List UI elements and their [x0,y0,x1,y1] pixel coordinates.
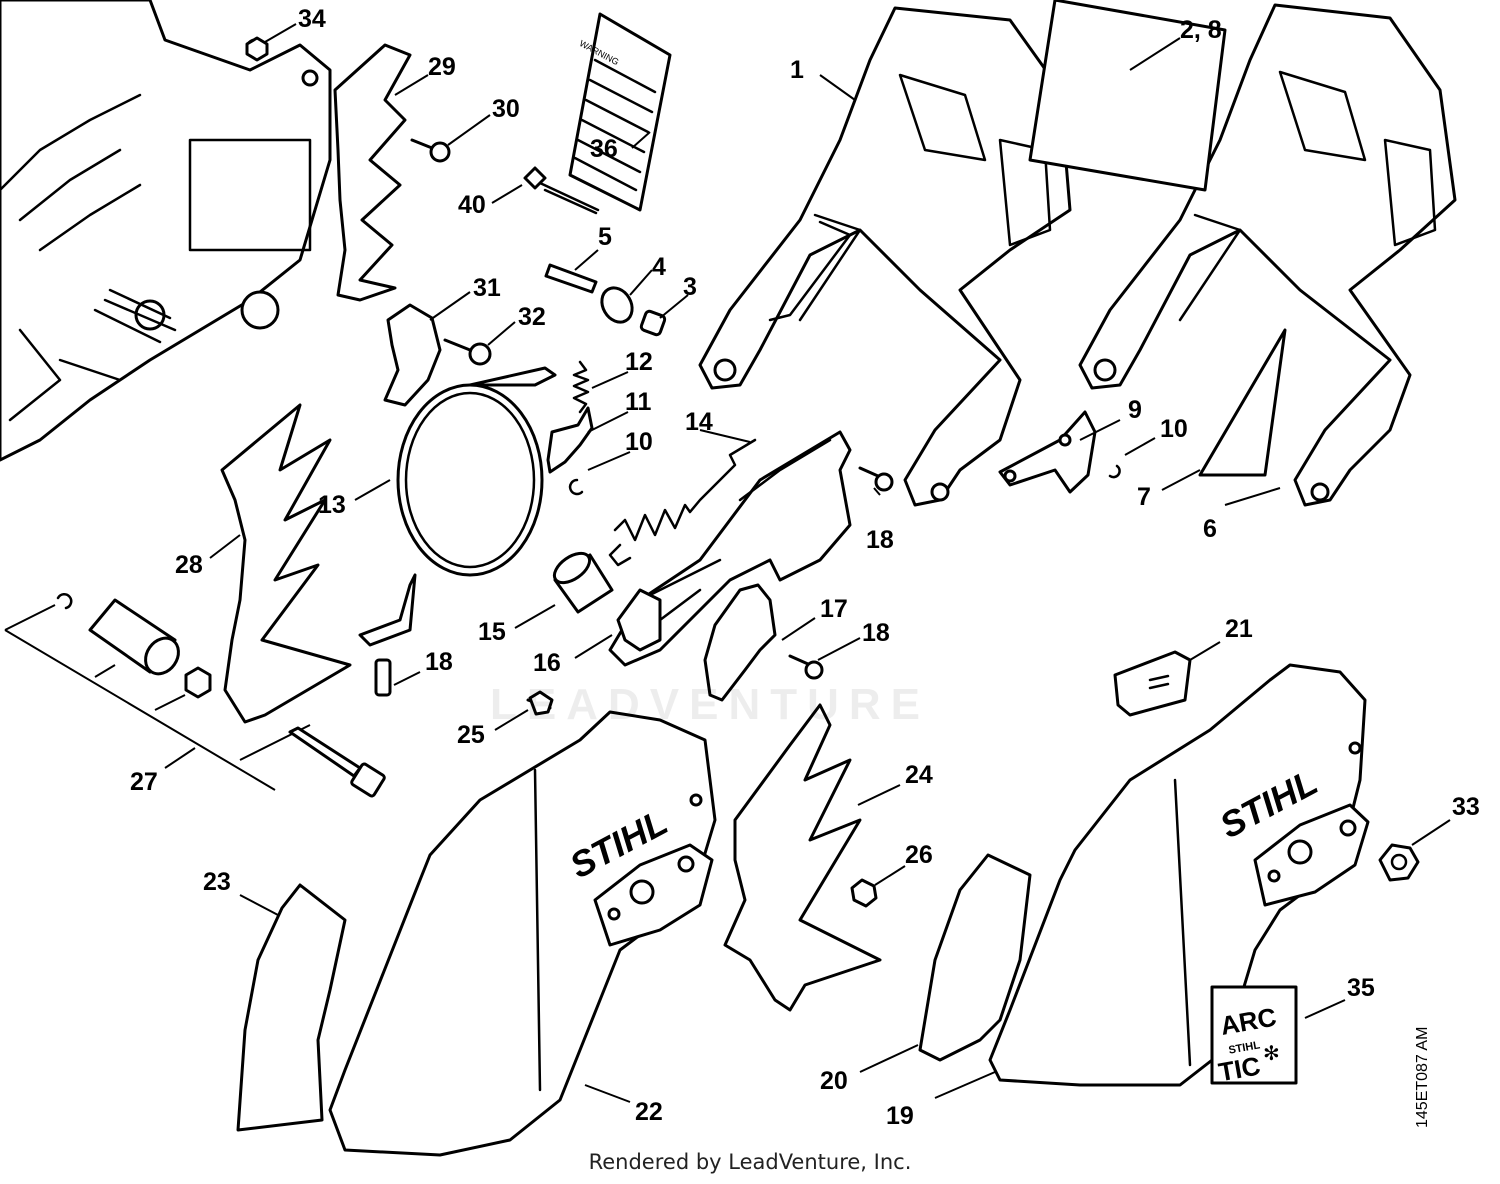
callout-18-mid: 18 [862,619,890,647]
callout-33: 33 [1452,793,1480,821]
circlip-10-right [1108,464,1121,479]
callout-28: 28 [175,551,203,579]
label-2-8 [1028,0,1227,192]
warning-label-36: WARNING [568,12,672,212]
spring-12 [572,360,590,414]
drawing-number: 145ET087 AM [1414,1026,1431,1128]
link-9 [998,410,1097,494]
screw-18-low [374,658,392,697]
part-21 [1113,650,1192,717]
plate-31 [383,303,442,407]
callout-29: 29 [428,53,456,81]
callout-26: 26 [905,841,933,869]
callout-18-top: 18 [866,526,894,554]
callout-23: 23 [203,868,231,896]
brake-band-13 [358,366,557,647]
badge-tic-text: TIC [1216,1050,1263,1087]
sprocket-cover-19: STIHL [988,663,1370,1087]
callout-21: 21 [1225,615,1253,643]
sprocket-cover-22: STIHL [328,710,717,1157]
screw-30 [410,138,451,163]
callout-15: 15 [478,618,506,646]
engine-housing [0,0,332,462]
screw-32 [443,338,492,366]
callout-34: 34 [298,5,326,33]
callout-30: 30 [492,95,520,123]
leader-lines [164,23,1451,1103]
hand-guard-6 [1078,3,1457,507]
callout-3: 3 [683,273,697,301]
bolt-40 [523,166,600,215]
callout-40: 40 [458,191,486,219]
callout-10-right: 10 [1160,415,1188,443]
callouts: 1 2, 8 3 4 5 6 7 9 10 10 11 12 13 14 15 … [130,5,1480,1130]
label-7 [1198,328,1287,477]
callout-19: 19 [886,1102,914,1130]
badge-stihl-text: STIHL [1228,1039,1262,1056]
lever-11 [546,406,594,474]
circlip-27 [56,593,73,610]
nut-33 [1378,843,1420,882]
chain-catcher-29 [333,43,412,302]
spring-14 [608,438,757,567]
callout-25: 25 [457,721,485,749]
callout-2-8: 2, 8 [1180,16,1222,44]
circlip-10-left [568,478,584,496]
nut-3 [639,309,667,337]
watermark: LEADVENTURE [490,680,931,729]
callout-35: 35 [1347,974,1375,1002]
screw-25 [526,690,554,716]
part-23 [236,883,347,1132]
part-17 [703,583,777,702]
chain-catcher-28 [220,403,352,724]
callout-7: 7 [1137,483,1151,511]
screw-5 [544,263,598,294]
callout-12: 12 [625,348,653,376]
callout-11: 11 [625,388,652,416]
sleeve-15 [552,551,614,614]
callout-20: 20 [820,1067,848,1095]
screw-18-mid [788,654,824,680]
callout-36: 36 [590,135,618,163]
nut-26 [850,878,878,908]
credit-line: Rendered by LeadVenture, Inc. [588,1150,912,1174]
callout-4: 4 [652,253,666,281]
brake-lever-16 [608,430,852,667]
callout-17: 17 [820,595,848,623]
nut-34 [245,36,269,62]
bushing-4 [600,286,634,324]
callout-27: 27 [130,768,158,796]
callout-18-low: 18 [425,648,453,676]
callout-32: 32 [518,303,546,331]
snowflake-icon: ✻ [1263,1043,1280,1065]
callout-9: 9 [1128,396,1142,424]
cover-insert-20 [918,853,1032,1062]
kit-27 [4,593,386,798]
hand-guard-1 [698,6,1072,507]
callout-13: 13 [318,491,346,519]
callout-16: 16 [533,649,561,677]
callout-5: 5 [598,223,612,251]
screw-18-top [858,466,894,492]
chain-catcher-24 [723,703,882,1012]
callout-31: 31 [473,274,501,302]
callout-1: 1 [790,56,804,84]
callout-24: 24 [905,761,933,789]
callout-10-left: 10 [625,428,653,456]
callout-22: 22 [635,1098,663,1126]
callout-6: 6 [1203,515,1217,543]
callout-14: 14 [685,408,713,436]
arctic-badge-35: ARC STIHL TIC ✻ [1210,985,1298,1087]
